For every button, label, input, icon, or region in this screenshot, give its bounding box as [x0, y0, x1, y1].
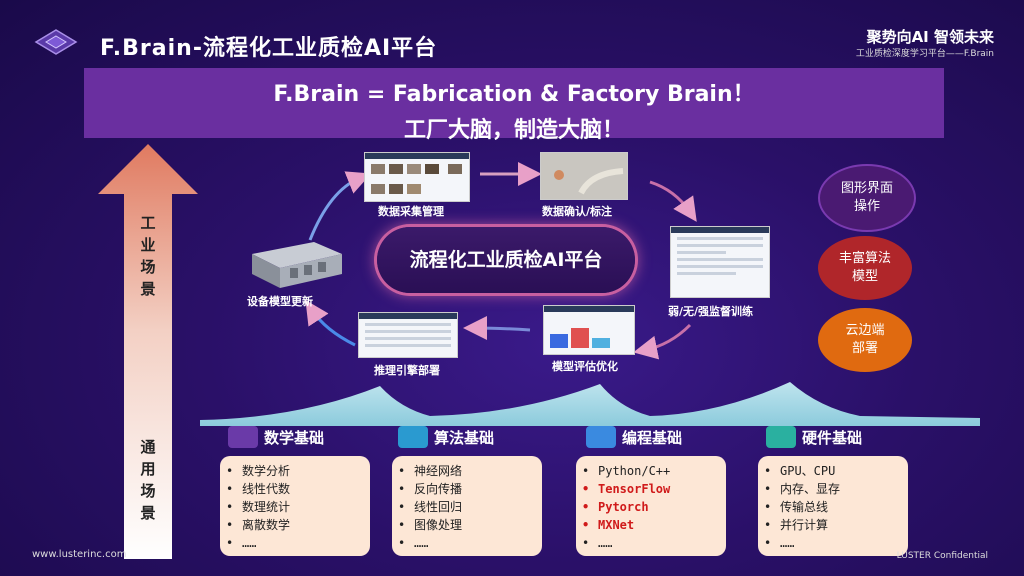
foundation-programming-box: Python/C++ TensorFlow Pytorch MXNet ……	[576, 456, 726, 556]
list-item: MXNet	[582, 516, 726, 534]
list-item: 线性代数	[226, 480, 370, 498]
foundation-algorithm-title: 算法基础	[434, 428, 495, 447]
monitor-icon	[586, 426, 616, 448]
annotation-defect-mark	[554, 168, 624, 195]
abacus-icon	[228, 426, 258, 448]
list-item: ……	[398, 534, 542, 552]
feature-gui-operation: 图形界面 操作	[818, 164, 916, 232]
cycle-arrows	[305, 162, 697, 360]
industrial-scene-label: 工 业 场 景	[140, 214, 156, 298]
step-data-collection: 数据采集管理	[378, 205, 444, 218]
foundation-hardware-box: GPU、CPU 内存、显存 传输总线 并行计算 ……	[758, 456, 908, 556]
foundation-hardware-header: 硬件基础	[766, 426, 862, 448]
algorithm-icon	[398, 426, 428, 448]
data-collection-screenshot	[364, 152, 470, 202]
foundation-math-header: 数学基础	[228, 426, 324, 448]
data-annotation-screenshot	[540, 152, 628, 200]
list-item: Python/C++	[582, 462, 726, 480]
page-title: F.Brain-流程化工业质检AI平台	[100, 36, 438, 61]
step-data-annotation: 数据确认/标注	[542, 205, 613, 218]
list-item: ……	[226, 534, 370, 552]
factory-machine-icon	[252, 242, 342, 288]
foundation-math-box: 数学分析 线性代数 数理统计 离散数学 ……	[220, 456, 370, 556]
list-item: 反向传播	[398, 480, 542, 498]
step-device-update: 设备模型更新	[247, 295, 313, 308]
list-item: 传输总线	[764, 498, 908, 516]
list-item: 神经网络	[398, 462, 542, 480]
list-item: 离散数学	[226, 516, 370, 534]
list-item: GPU、CPU	[764, 462, 908, 480]
list-item: TensorFlow	[582, 480, 726, 498]
list-item: 线性回归	[398, 498, 542, 516]
general-scene-label: 通 用 场 景	[140, 438, 156, 522]
foundation-math-title: 数学基础	[264, 428, 325, 447]
feature-cloud-edge-deploy: 云边端 部署	[818, 308, 912, 372]
footer-website[interactable]: www.lusterinc.com	[32, 549, 127, 560]
hardware-fan-icon	[766, 426, 796, 448]
footer-confidential: LUSTER Confidential	[896, 551, 988, 561]
list-item: 图像处理	[398, 516, 542, 534]
foundation-algorithm-box: 神经网络 反向传播 线性回归 图像处理 ……	[392, 456, 542, 556]
platform-center-pill: 流程化工业质检AI平台	[377, 227, 635, 293]
chip-logo-icon	[34, 29, 78, 55]
brand-slogan: 聚势向AI 智领未来	[866, 28, 994, 46]
step-training: 弱/无/强监督训练	[668, 305, 754, 318]
list-item: ……	[764, 534, 908, 552]
inference-screenshot	[358, 312, 458, 358]
foundation-hardware-title: 硬件基础	[802, 428, 863, 447]
list-item: ……	[582, 534, 726, 552]
foundation-support-arches	[200, 382, 980, 426]
list-item: Pytorch	[582, 498, 726, 516]
training-screenshot	[670, 226, 770, 298]
list-item: 数学分析	[226, 462, 370, 480]
banner-line-1: F.Brain = Fabrication & Factory Brain！	[273, 82, 755, 107]
list-item: 内存、显存	[764, 480, 908, 498]
banner-line-2: 工厂大脑，制造大脑！	[403, 118, 624, 143]
list-item: 并行计算	[764, 516, 908, 534]
headline-banner: F.Brain = Fabrication & Factory Brain！ 工…	[84, 68, 944, 143]
foundation-programming-header: 编程基础	[586, 426, 682, 448]
feature-rich-models: 丰富算法 模型	[818, 236, 912, 300]
step-evaluation: 模型评估优化	[552, 360, 618, 373]
foundation-programming-title: 编程基础	[622, 428, 683, 447]
step-inference-deploy: 推理引擎部署	[374, 364, 440, 377]
foundation-algorithm-header: 算法基础	[398, 426, 494, 448]
brand-subtitle: 工业质检深度学习平台——F.Brain	[855, 49, 994, 59]
evaluation-screenshot	[543, 305, 635, 355]
list-item: 数理统计	[226, 498, 370, 516]
scene-scale-arrow	[98, 144, 198, 559]
